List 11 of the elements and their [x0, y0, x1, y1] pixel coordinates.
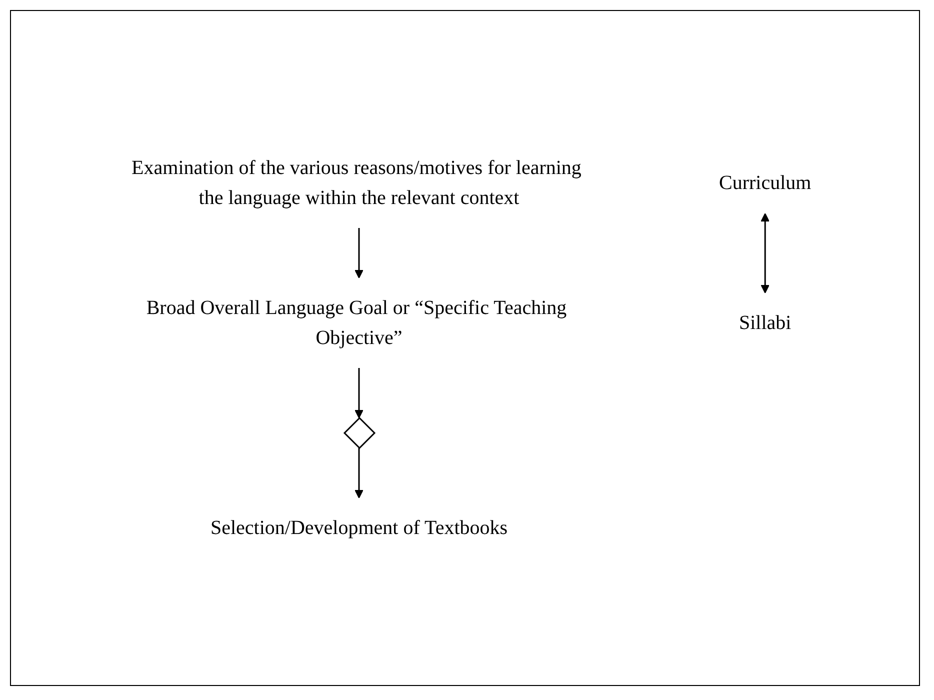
arrow: [354, 228, 364, 278]
arrow: [354, 368, 364, 418]
arrow: [760, 213, 770, 294]
arrow: [354, 448, 364, 498]
node-text: Selection/Development of Textbooks: [210, 517, 508, 539]
node-text: Sillabi: [738, 312, 792, 334]
node-text: Examination of the various reasons/motives for learning the language within the relevant context: [131, 157, 582, 209]
node-diamond: [343, 416, 376, 450]
node-text: Curriculum: [718, 172, 812, 194]
node-text: Broad Overall Language Goal or “Specific Teaching Objective”: [146, 297, 567, 349]
frame-border: Examination of the various reasons/motives for learning the language within the relevant context Broad Overall Language Goal or “Specific Teaching Objective” Curriculum Sillabi Selection/Development of Textbooks: [10, 10, 920, 686]
